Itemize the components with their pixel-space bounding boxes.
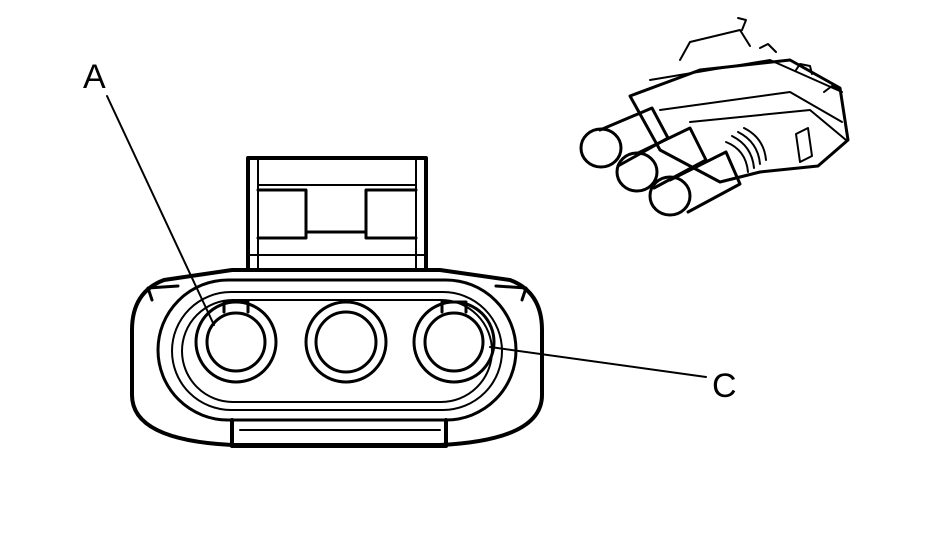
terminal-cavity-b [304,300,388,384]
callout-c: C [489,346,737,405]
connector-isometric-view [579,17,850,217]
leader-line-c [489,346,707,378]
connector-bottom-tab [230,418,448,448]
connector-face-ring-inner [171,291,503,411]
connector-latch [246,156,428,272]
leader-line-a [106,95,215,326]
callout-label-c: C [712,367,737,405]
terminal-cavity-c [412,300,496,384]
connector-right-flange [494,284,528,302]
connector-isometric-pins [579,106,742,217]
callout-a: A [83,58,215,326]
connector-left-flange [146,284,180,302]
callout-label-a: A [83,58,106,96]
terminal-cavity-a [194,300,278,384]
connector-face-view [130,156,544,448]
